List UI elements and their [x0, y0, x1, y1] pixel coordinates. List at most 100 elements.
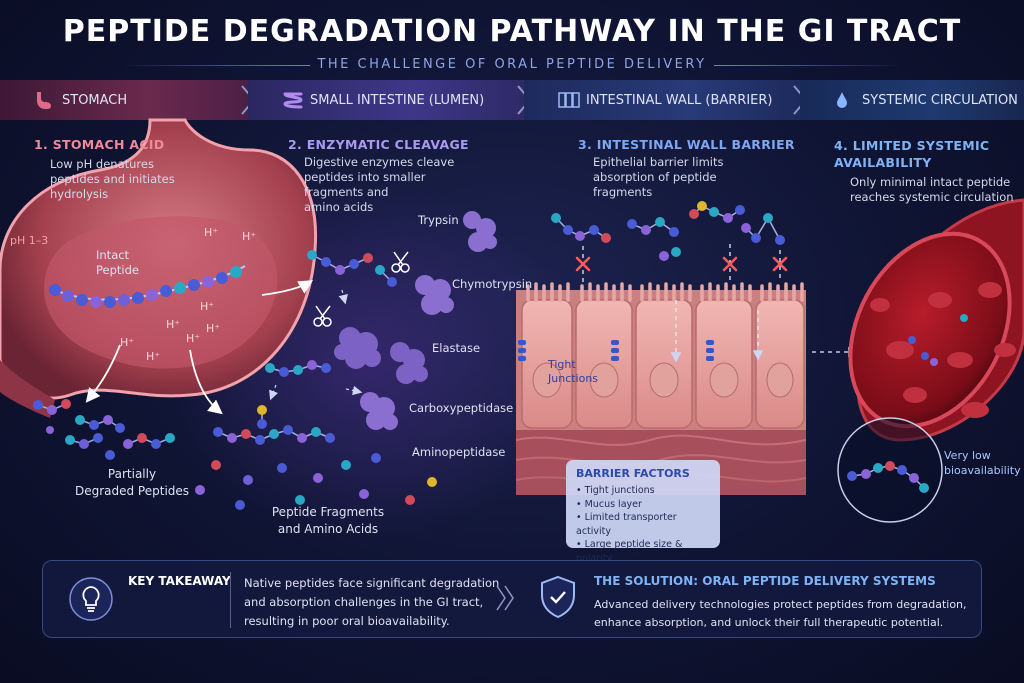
proton-label: H⁺	[206, 322, 221, 335]
cell-wall-icon	[558, 92, 580, 108]
label-line: Very low	[944, 449, 991, 462]
intact-peptide-chain	[49, 265, 246, 308]
divider	[230, 572, 231, 628]
text-line: enhance absorption, and unlock their ful…	[594, 616, 944, 629]
stage-label: INTESTINAL WALL (BARRIER)	[586, 92, 773, 108]
stage-label: SMALL INTESTINE (LUMEN)	[310, 92, 485, 108]
desc-line: Epithelial barrier limits	[593, 155, 724, 169]
stage-systemic-circulation: SYSTEMIC CIRCULATION	[800, 80, 1024, 120]
enzyme-chymotrypsin	[415, 275, 454, 315]
step1-description: Low pH denatures peptides and initiates …	[50, 157, 175, 202]
step4-description: Only minimal intact peptide reaches syst…	[850, 175, 1014, 205]
step4-heading: 4. LIMITED SYSTEMIC AVAILABILITY	[834, 137, 989, 171]
label-line: bioavailability	[944, 464, 1021, 477]
wall-peptides	[551, 201, 785, 261]
takeaway-text: Native peptides face significant degrada…	[244, 574, 499, 631]
page-title: PEPTIDE DEGRADATION PATHWAY IN THE GI TR…	[62, 14, 962, 49]
solution-title: THE SOLUTION: ORAL PEPTIDE DELIVERY SYST…	[594, 574, 936, 588]
stage-label: STOMACH	[62, 92, 128, 108]
text-line: Advanced delivery technologies protect p…	[594, 598, 967, 611]
lightbulb-icon	[69, 577, 113, 621]
stage-label: SYSTEMIC CIRCULATION	[862, 92, 1018, 108]
text-line: resulting in poor oral bioavailability.	[244, 614, 450, 628]
stage-intestinal-wall: INTESTINAL WALL (BARRIER)	[524, 80, 808, 120]
arrow-lumen-2	[269, 384, 279, 401]
enzyme-label-elastase: Elastase	[432, 341, 481, 355]
stage-banner: STOMACH SMALL INTESTINE (LUMEN) INTESTIN…	[0, 80, 1024, 120]
stomach-icon	[37, 92, 51, 109]
label-line: Junctions	[548, 372, 599, 385]
shield-check-icon	[541, 575, 575, 619]
arrow-lumen-1	[338, 289, 348, 305]
enzyme-label-trypsin: Trypsin	[418, 213, 459, 227]
degraded-peptides-label: Partially Degraded Peptides	[52, 466, 212, 500]
blood-vessel	[848, 198, 1024, 442]
bioavailability-magnifier	[837, 417, 943, 523]
chevron-right-icon	[496, 585, 514, 611]
proton-label: H⁺	[166, 318, 181, 331]
proton-label: H⁺	[242, 230, 257, 243]
text-line: Native peptides face significant degrada…	[244, 576, 500, 590]
low-bioavailability-label: Very low bioavailability	[944, 448, 1021, 478]
desc-line: fragments	[593, 185, 653, 199]
subtitle-rule-left	[120, 65, 310, 66]
arrow-to-lumen	[261, 280, 314, 296]
desc-line: Digestive enzymes cleave	[304, 155, 455, 169]
proton-label: H⁺	[200, 300, 215, 313]
intestine-icon	[283, 92, 303, 109]
desc-line: fragments and	[304, 185, 389, 199]
arrow-lumen-3	[345, 385, 363, 396]
step3-heading: 3. INTESTINAL WALL BARRIER	[578, 137, 795, 152]
subtitle-rule-right	[714, 65, 904, 66]
list-item: Limited transporter activity	[576, 511, 710, 538]
stage-small-intestine: SMALL INTESTINE (LUMEN)	[248, 80, 532, 120]
step1-heading: 1. STOMACH ACID	[34, 137, 165, 152]
proton-label: H⁺	[120, 336, 135, 349]
label-line: Peptide Fragments	[271, 505, 385, 519]
ph-label: pH 1–3	[10, 234, 49, 247]
scissors-icon	[391, 251, 410, 273]
label-line: Tight	[548, 358, 576, 371]
text-line: and absorption challenges in the GI trac…	[244, 595, 484, 609]
proton-label: H⁺	[186, 332, 201, 345]
tight-junctions-label: Tight Junctions	[548, 358, 598, 386]
degraded-peptides-cluster	[33, 399, 175, 460]
desc-line: absorption of peptide	[593, 170, 717, 184]
step2-description: Digestive enzymes cleave peptides into s…	[304, 155, 454, 215]
enzyme-label-chymotrypsin: Chymotrypsin	[452, 277, 533, 291]
barrier-factors-title: BARRIER FACTORS	[576, 467, 690, 480]
enzyme-label-aminopeptidase: Aminopeptidase	[412, 445, 506, 459]
desc-line: reaches systemic circulation	[850, 190, 1014, 204]
desc-line: Low pH denatures	[50, 157, 154, 171]
arrow-to-fragments	[189, 349, 223, 415]
page-subtitle: THE CHALLENGE OF ORAL PEPTIDE DELIVERY	[317, 57, 707, 72]
fragments-label: Peptide Fragments and Amino Acids	[258, 504, 398, 538]
desc-line: peptides and initiates	[50, 172, 175, 186]
heading-line: 4. LIMITED SYSTEMIC	[834, 138, 990, 153]
cross-icon	[575, 256, 788, 272]
step3-description: Epithelial barrier limits absorption of …	[593, 155, 723, 200]
intact-peptide-label: Intact Peptide	[96, 248, 139, 278]
arrow-to-degraded	[85, 344, 121, 403]
label-line: Intact	[96, 248, 130, 262]
enzyme-elastase	[334, 327, 428, 384]
barrier-factors-list: Tight junctions Mucus layer Limited tran…	[576, 484, 710, 565]
lumen-fragments	[195, 250, 437, 510]
step2-heading: 2. ENZYMATIC CLEAVAGE	[288, 137, 469, 152]
desc-line: hydrolysis	[50, 187, 109, 201]
heading-line: AVAILABILITY	[834, 155, 932, 170]
desc-line: peptides into smaller	[304, 170, 426, 184]
desc-line: Only minimal intact peptide	[850, 175, 1011, 189]
microvilli	[526, 282, 804, 302]
desc-line: amino acids	[304, 200, 374, 214]
list-item: Large peptide size & polarity	[576, 538, 710, 565]
drop-icon	[837, 92, 847, 108]
list-item: Mucus layer	[576, 498, 710, 512]
label-line: Degraded Peptides	[74, 484, 190, 498]
label-line: and Amino Acids	[277, 522, 379, 536]
list-item: Tight junctions	[576, 484, 710, 498]
scissors-icon	[313, 305, 332, 327]
enzyme-label-carboxypeptidase: Carboxypeptidase	[409, 401, 514, 415]
barrier-factors-box: BARRIER FACTORS Tight junctions Mucus la…	[566, 460, 720, 564]
